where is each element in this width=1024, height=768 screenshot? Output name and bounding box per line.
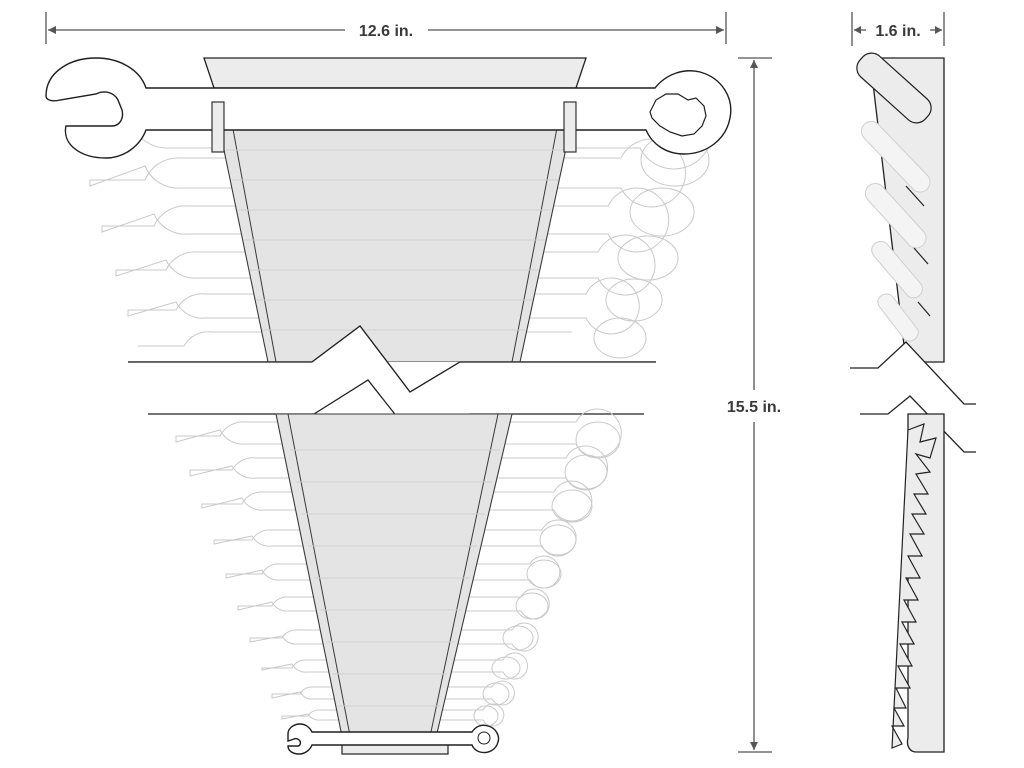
width-label: 12.6 in. [359,23,413,40]
side-view-upper [856,52,945,363]
ghost-wrenches-lower [175,408,622,727]
depth-dimension: 1.6 in. [851,12,945,46]
height-dimension: 15.5 in. [727,57,781,753]
rack-upper [203,57,587,363]
rack-lower [275,413,513,755]
depth-label: 1.6 in. [875,23,920,40]
largest-wrench [45,57,732,159]
smallest-wrench [287,723,500,755]
width-dimension: 12.6 in. [45,12,727,44]
side-view-lower [890,413,945,753]
height-label: 15.5 in. [727,399,781,416]
